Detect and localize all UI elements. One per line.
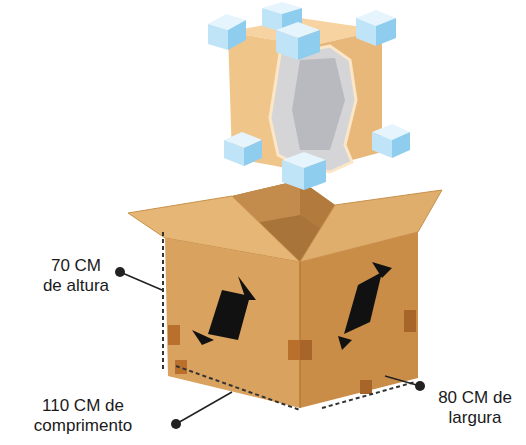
height-dash <box>162 232 164 372</box>
box-right-face <box>300 232 418 408</box>
fragile-symbol <box>192 276 256 345</box>
leader-dot <box>171 419 181 429</box>
leader-dot <box>415 381 425 391</box>
width-dash <box>322 382 415 408</box>
tape <box>404 310 416 332</box>
length-dash <box>176 366 300 410</box>
torn-hole <box>270 40 356 172</box>
leader-dot <box>115 267 125 277</box>
foam-corner <box>208 2 410 190</box>
leader-line <box>120 272 162 290</box>
dimension-label: 80 CM de largura <box>428 388 522 427</box>
tape <box>288 340 300 360</box>
leader-line <box>176 392 232 424</box>
tape <box>300 340 312 360</box>
tape <box>360 380 372 394</box>
dimension-label: 70 CM de altura <box>40 256 112 295</box>
box-edge <box>299 262 301 408</box>
metal-object <box>292 58 345 150</box>
box-left-face <box>165 238 300 408</box>
fragile-symbol <box>338 262 392 350</box>
leader-line <box>385 376 420 386</box>
tape <box>168 325 180 345</box>
dimension-label: 110 CM de comprimento <box>8 396 158 435</box>
